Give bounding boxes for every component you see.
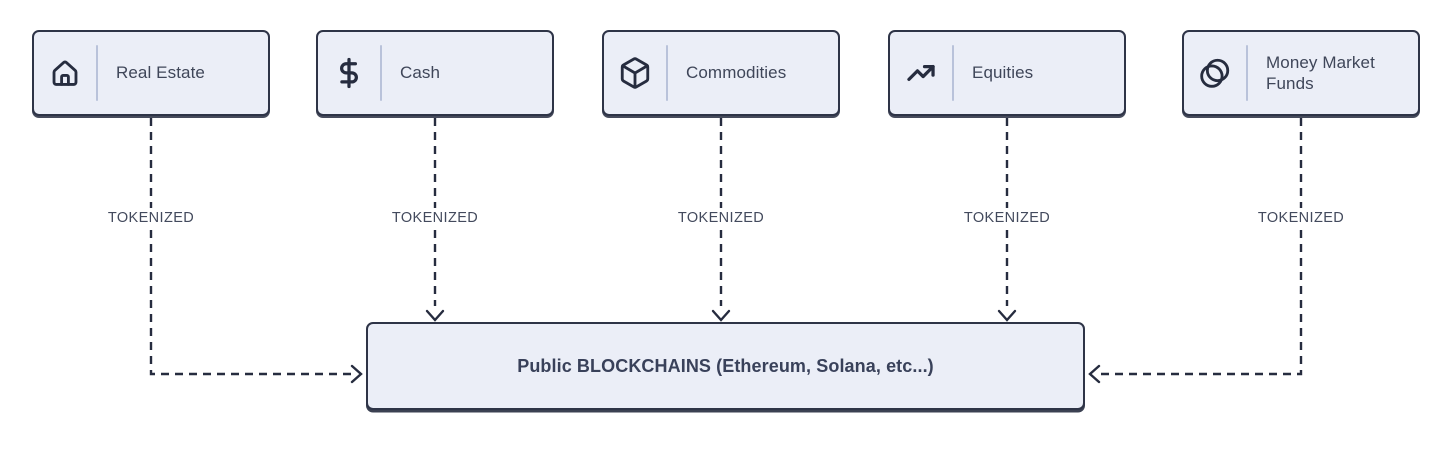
flow-label-cash: TOKENIZED — [384, 208, 486, 228]
card-divider — [1246, 45, 1248, 101]
asset-label: Commodities — [686, 63, 787, 83]
flow-label-equities: TOKENIZED — [956, 208, 1058, 228]
card-divider — [952, 45, 954, 101]
card-divider — [96, 45, 98, 101]
arrowhead-equities — [997, 309, 1017, 322]
asset-card-cash: Cash — [316, 30, 554, 116]
connector-real-estate — [149, 118, 351, 376]
asset-card-equities: Equities — [888, 30, 1126, 116]
flow-label-money-market-funds: TOKENIZED — [1250, 208, 1352, 228]
arrowhead-cash — [425, 309, 445, 322]
asset-label: Real Estate — [116, 63, 205, 83]
asset-card-real-estate: Real Estate — [32, 30, 270, 116]
asset-card-commodities: Commodities — [602, 30, 840, 116]
arrowhead-commodities — [711, 309, 731, 322]
dollar-sign-icon — [318, 56, 380, 90]
destination-label: Public BLOCKCHAINS (Ethereum, Solana, et… — [517, 355, 934, 376]
asset-label: Cash — [400, 63, 441, 83]
package-box-icon — [604, 56, 666, 90]
arrowhead-money-market-funds — [1088, 364, 1101, 384]
asset-card-money-market-funds: Money Market Funds — [1182, 30, 1420, 116]
card-divider — [666, 45, 668, 101]
flow-label-commodities: TOKENIZED — [670, 208, 772, 228]
connector-money-market-funds — [1100, 118, 1303, 376]
destination-box-public-blockchains: Public BLOCKCHAINS (Ethereum, Solana, et… — [366, 322, 1085, 410]
asset-label: Equities — [972, 63, 1034, 83]
arrowhead-real-estate — [350, 364, 363, 384]
trending-up-icon — [890, 56, 952, 90]
card-divider — [380, 45, 382, 101]
flow-label-real-estate: TOKENIZED — [100, 208, 202, 228]
home-icon — [34, 56, 96, 90]
asset-label: Money Market Funds — [1266, 52, 1375, 93]
coins-icon — [1184, 56, 1246, 90]
